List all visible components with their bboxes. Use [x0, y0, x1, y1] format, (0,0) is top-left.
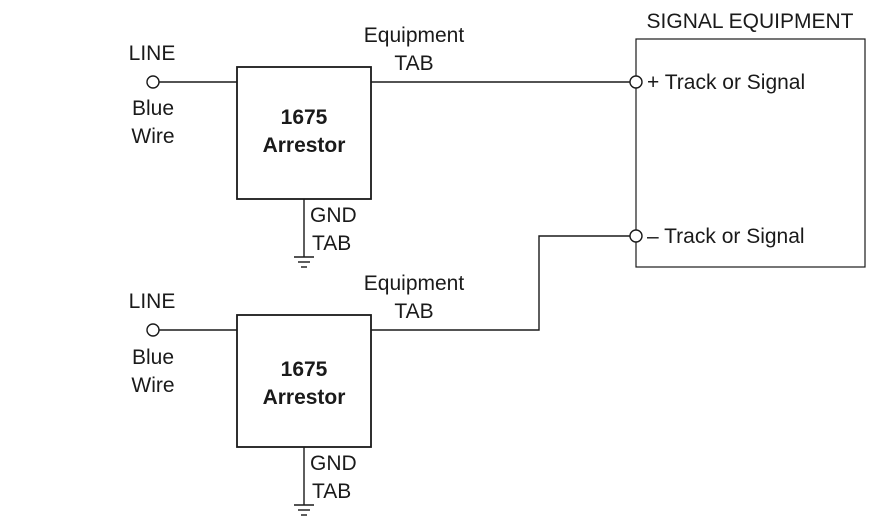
- wire-color-label: Wire: [131, 374, 174, 397]
- arrestor-model: 1675: [281, 358, 328, 381]
- ground-symbol: [294, 256, 314, 268]
- arrestor-box: [236, 66, 372, 200]
- line-label: LINE: [129, 290, 176, 313]
- arrestor-name: Arrestor: [263, 386, 346, 409]
- signal-equipment-box: [635, 38, 866, 268]
- arrestor-upper: LINE Blue Wire 1675 Arrestor Equipment T…: [129, 24, 630, 268]
- ground-symbol: [294, 504, 314, 516]
- equipment-wire: [371, 235, 630, 331]
- positive-terminal: [629, 75, 643, 89]
- equipment-tab-label: TAB: [394, 300, 433, 323]
- negative-terminal-label: – Track or Signal: [647, 225, 805, 248]
- line-terminal: [146, 75, 160, 89]
- line-label: LINE: [129, 42, 176, 65]
- arrestor-model: 1675: [281, 106, 328, 129]
- equipment-tab-label: Equipment: [364, 24, 465, 47]
- wire-color-label: Blue: [132, 346, 174, 369]
- equipment-tab-label: Equipment: [364, 272, 465, 295]
- gnd-tab-label: GND: [310, 204, 357, 227]
- positive-terminal-label: + Track or Signal: [647, 71, 805, 94]
- gnd-tab-label: TAB: [312, 480, 351, 503]
- arrestor-box: [236, 314, 372, 448]
- signal-equipment-title: SIGNAL EQUIPMENT: [647, 10, 854, 33]
- negative-terminal: [629, 229, 643, 243]
- gnd-tab-label: TAB: [312, 232, 351, 255]
- line-terminal: [146, 323, 160, 337]
- wire-color-label: Blue: [132, 97, 174, 120]
- wire-color-label: Wire: [131, 125, 174, 148]
- signal-equipment: SIGNAL EQUIPMENT + Track or Signal – Tra…: [629, 10, 866, 268]
- arrestor-lower: LINE Blue Wire 1675 Arrestor Equipment T…: [129, 235, 630, 516]
- arrestor-name: Arrestor: [263, 134, 346, 157]
- equipment-tab-label: TAB: [394, 52, 433, 75]
- gnd-tab-label: GND: [310, 452, 357, 475]
